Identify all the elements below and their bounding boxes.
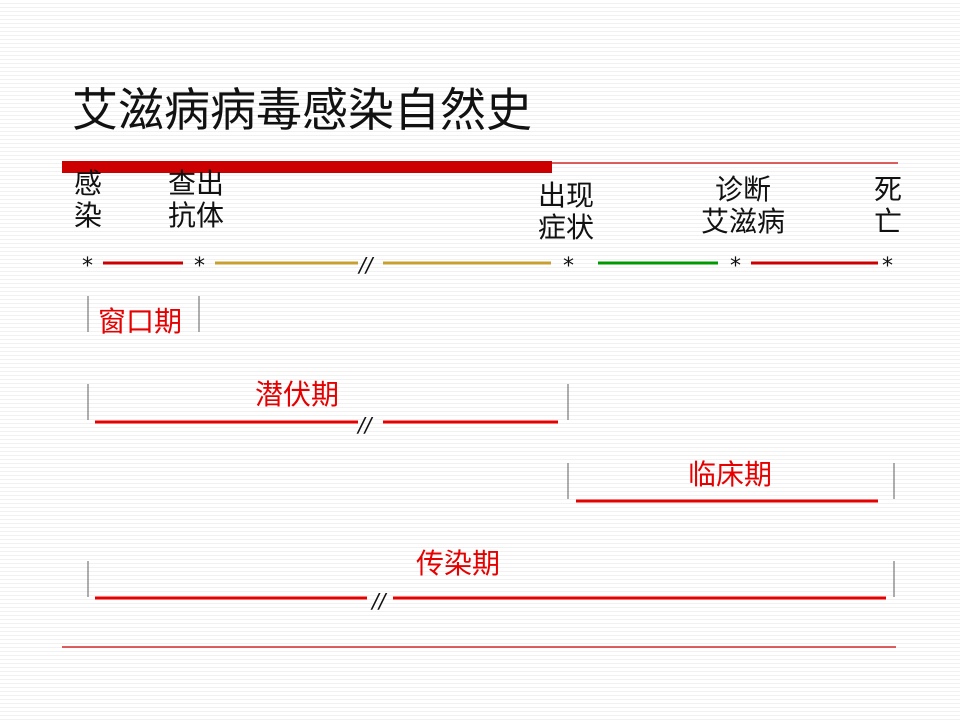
- marker-symptoms: *: [563, 254, 574, 279]
- stage-infectious-period: 传染期: [416, 547, 501, 580]
- event-infection-line1: 感: [74, 167, 103, 200]
- event-death-line1: 死: [874, 173, 903, 206]
- break-mark-timeline: //: [359, 253, 373, 277]
- accent-bar: [62, 161, 552, 173]
- marker-antibody: *: [194, 254, 205, 279]
- event-infection-line2: 染: [74, 199, 103, 232]
- event-symptoms-line2: 症状: [538, 211, 595, 244]
- event-death: 死 亡: [874, 174, 902, 238]
- marker-diagnosis: *: [730, 254, 741, 279]
- slide-title: 艾滋病病毒感染自然史: [72, 83, 532, 137]
- event-symptoms-line1: 出现: [538, 179, 595, 212]
- event-aids-diagnosis: 诊断 艾滋病: [696, 174, 790, 238]
- event-diagnosis-line1: 诊断: [714, 173, 771, 206]
- event-antibody-line1: 查出: [168, 167, 225, 200]
- event-antibody-detected: 查出 抗体: [168, 168, 224, 232]
- marker-death: *: [882, 254, 893, 279]
- event-death-line2: 亡: [874, 205, 903, 238]
- stage-clinical-period: 临床期: [688, 458, 773, 491]
- marker-infection: *: [82, 254, 93, 279]
- stage-latent-period: 潜伏期: [255, 378, 340, 411]
- break-mark-latent: //: [358, 413, 372, 437]
- event-antibody-line2: 抗体: [168, 199, 225, 232]
- event-symptoms: 出现 症状: [538, 180, 594, 244]
- event-diagnosis-line2: 艾滋病: [700, 205, 785, 238]
- event-infection: 感 染: [74, 168, 102, 232]
- break-mark-infectious: //: [372, 589, 386, 613]
- stage-window-period: 窗口期: [98, 305, 183, 338]
